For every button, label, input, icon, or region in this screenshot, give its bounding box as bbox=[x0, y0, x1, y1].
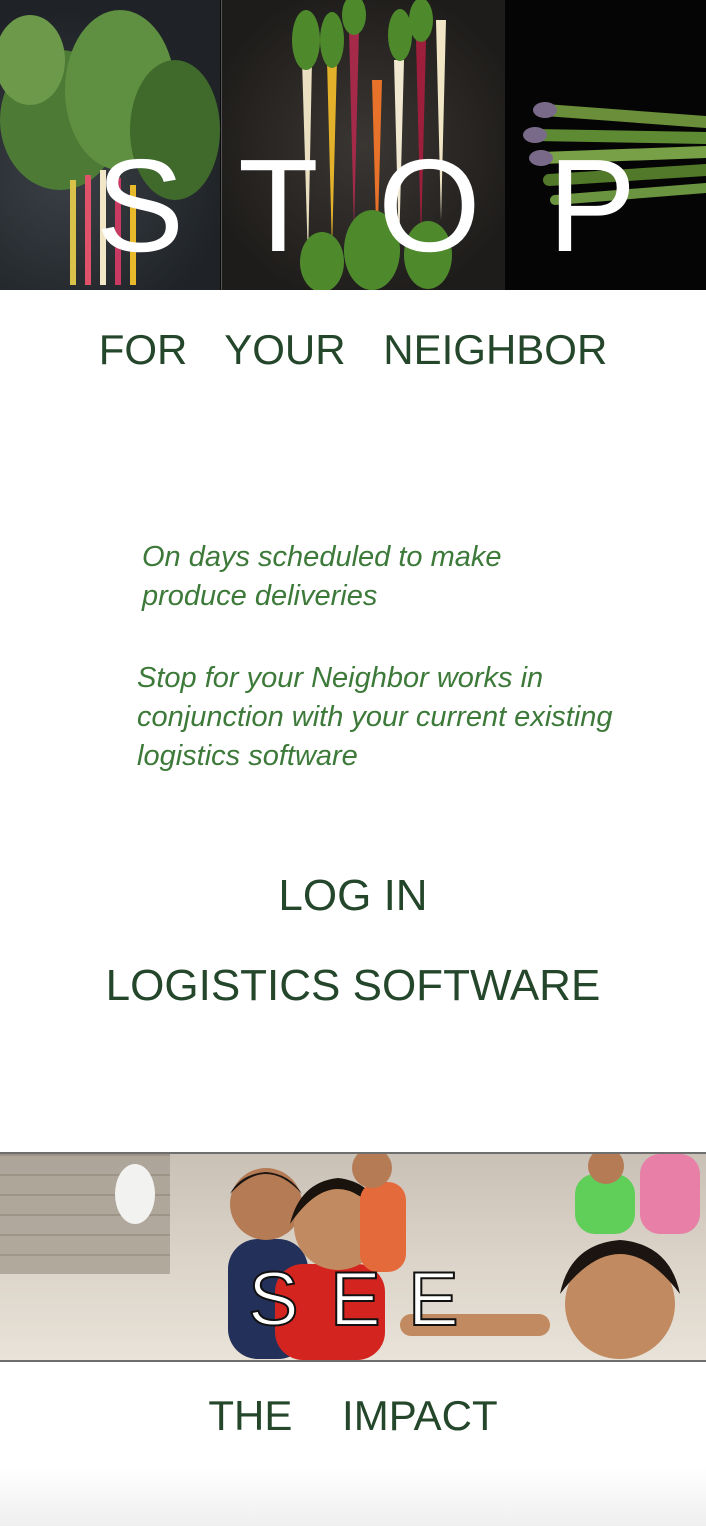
software-description: Stop for your Neighbor works in conjunct… bbox=[137, 662, 613, 772]
impact-letter-e: E bbox=[329, 1257, 382, 1342]
hero-letter-o: O bbox=[378, 132, 481, 279]
logistics-software-link[interactable]: LOGISTICS SOFTWARE bbox=[105, 961, 601, 1010]
login-link[interactable]: LOG IN bbox=[278, 871, 428, 920]
impact-letter-s: S bbox=[247, 1257, 300, 1342]
impact-image bbox=[0, 1152, 706, 1362]
asparagus-image bbox=[505, 0, 706, 290]
carrot-image bbox=[221, 0, 506, 290]
page-subtitle: FOR YOUR NEIGHBOR bbox=[98, 326, 608, 373]
hero-letter-p: P bbox=[548, 132, 637, 279]
chard-image bbox=[0, 0, 220, 290]
hero-letter-t: T bbox=[238, 132, 319, 279]
impact-letter-e2: E bbox=[407, 1257, 460, 1342]
hero-letter-s: S bbox=[96, 132, 185, 279]
bottom-fade bbox=[0, 1466, 706, 1526]
hero-banner bbox=[0, 0, 706, 290]
impact-title: THE IMPACT bbox=[208, 1392, 498, 1439]
delivery-description: On days scheduled to make produce delive… bbox=[142, 541, 502, 612]
